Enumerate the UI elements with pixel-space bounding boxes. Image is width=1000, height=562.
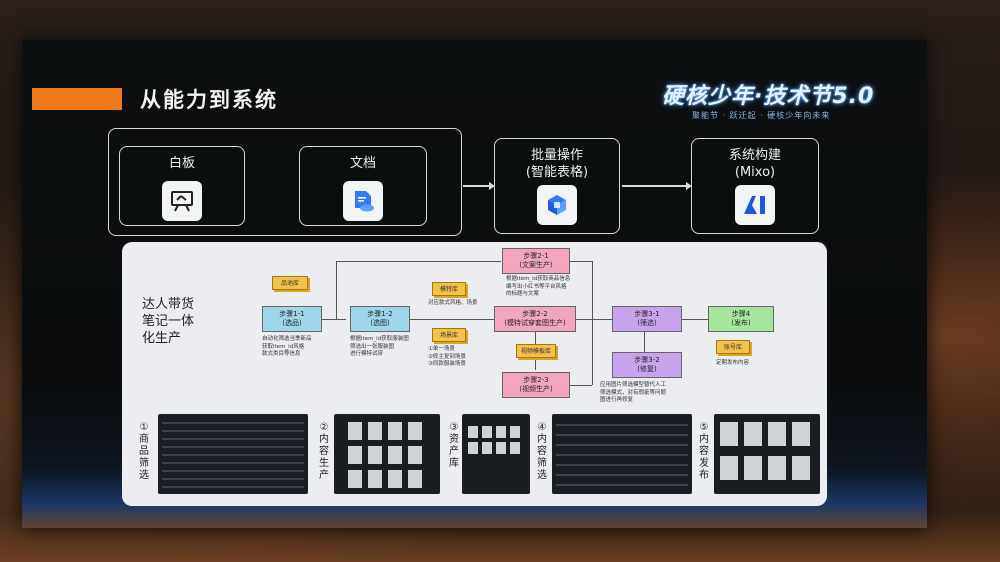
strip-label-content-screening: ④内容筛选 [537,422,547,481]
connector [592,261,593,385]
strip-label-content-production: ②内容生产 [319,422,329,481]
thumb-content-production [334,414,440,494]
scene-library-note: ①单一场景 ②修主复刻场景 ③同款服装场景 [428,346,466,367]
capability-label: 白板 [168,156,195,171]
connector [336,261,337,319]
tag-video-template-library: 视频模板库 [516,344,556,358]
step-2-1-node: 步骤2-1 (文案生产) [502,248,570,274]
event-logo-subtitle: 聚能节 · 跃迁起 · 硬核少年向未来 [692,111,831,120]
capability-label: 系统构建 (Mixo) [728,148,781,180]
connector [336,261,501,262]
ai-logo-icon [735,185,775,225]
workflow-title: 达人带货笔记一体化生产 [142,297,195,346]
step-1-1-node: 步骤1-1 (选品) [262,306,322,332]
connector [682,319,708,320]
event-logo: 硬核少年·技术节5.0 聚能节 · 跃迁起 · 硬核少年向未来 [662,78,882,134]
basic-capabilities-group [108,128,462,236]
tag-scene-library: 场景库 [432,328,466,342]
connector [410,319,494,320]
step-2-2-node: 步骤2-2 (模特试穿套图生产) [494,306,576,332]
step-4-node: 步骤4 (发布) [708,306,774,332]
thumb-content-publishing [714,414,820,494]
step-3-2-note: 应用图片筛选模型替代人工 筛选模式，对有瑕疵等问题 图进行再修复 [600,382,667,403]
step-3-2-node: 步骤3-2 (修复) [612,352,682,378]
connector [570,385,592,386]
event-logo-text: 硬核少年·技术节5.0 [662,84,875,109]
thumb-asset-library [462,414,530,494]
tag-model-library: 模特库 [432,282,466,296]
capability-label: 文档 [349,156,376,171]
whiteboard-icon [162,181,202,221]
model-library-note: 对应款式风格、场景 [428,300,478,306]
arrow-to-batch [463,182,495,189]
capability-batch-operations: 批量操作 (智能表格) [494,138,620,234]
step-4-note: 定期发布内容 [716,360,750,366]
capability-label: 批量操作 (智能表格) [525,148,589,180]
strip-label-content-publishing: ⑤内容发布 [699,422,709,481]
strip-label-asset-library: ③资产库 [449,422,459,469]
thumb-content-screening [552,414,692,494]
strip-label-product-selection: ①商品筛选 [139,422,149,481]
title-accent-bar [32,88,122,110]
tag-product-pool: 品池库 [272,276,308,290]
connector [644,330,645,352]
capability-docs: 文档 [299,146,427,226]
capability-whiteboard: 白板 [119,146,245,226]
tag-account-library: 账号库 [716,340,750,354]
thumb-product-selection [158,414,308,494]
step-1-2-note: 根据item_id获取服装图 筛选出一张服装图 进行模特试穿 [350,336,409,357]
capability-system-build: 系统构建 (Mixo) [691,138,819,234]
step-1-2-node: 步骤1-2 (选图) [350,306,410,332]
step-2-1-note: 根据item_id获取商品信息 编写出小红书等平台风格 的标题与文案 [506,276,571,297]
slide-title: 从能力到系统 [140,88,278,112]
arrow-to-system [622,182,692,189]
document-icon [343,181,383,221]
connector [322,319,346,320]
step-2-3-node: 步骤2-3 (视频生产) [502,372,570,398]
workflow-panel: 达人带货笔记一体化生产 品池库 模特库 场景库 视频模板库 账号库 步骤1-1 … [122,242,827,506]
connector [570,261,592,262]
smart-table-icon [537,185,577,225]
step-3-1-node: 步骤3-1 (筛选) [612,306,682,332]
step-1-1-note: 自动化筛选当季新品 获取item_id风格 款式类目等信息 [262,336,312,357]
connector [576,319,612,320]
projected-slide: 从能力到系统 硬核少年·技术节5.0 聚能节 · 跃迁起 · 硬核少年向未来 白… [22,40,927,528]
